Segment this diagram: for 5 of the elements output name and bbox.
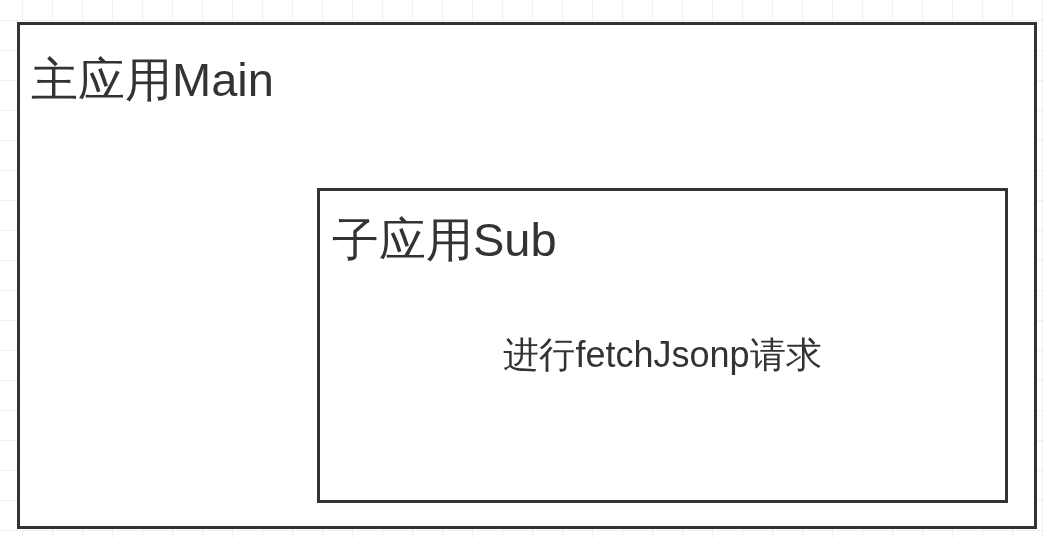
box-body-text: 进行fetchJsonp请求 bbox=[503, 334, 822, 376]
box-title: 子应用Sub bbox=[332, 213, 557, 268]
main-app-box bbox=[17, 22, 1037, 529]
sub-app-box bbox=[317, 188, 1008, 503]
box-title: 主应用Main bbox=[31, 53, 274, 108]
